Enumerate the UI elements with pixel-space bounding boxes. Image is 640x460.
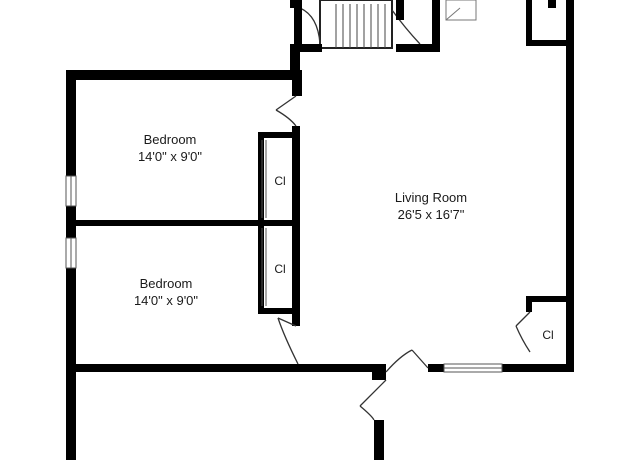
doors [275, 95, 531, 421]
bedroom-2-label: Bedroom [139, 276, 193, 291]
closet-2-label: Cl [274, 262, 286, 276]
fixture-box [445, 0, 477, 21]
bedroom-1-dimensions: 14'0" x 9'0" [137, 149, 203, 164]
living-room-dimensions: 26'5 x 16'7" [397, 207, 465, 222]
walls [66, 0, 574, 460]
staircase [299, 0, 421, 49]
bedroom-1-label: Bedroom [143, 132, 197, 147]
living-room-label: Living Room [394, 190, 468, 205]
closet-doors [261, 140, 267, 306]
closet-3-label: Cl [542, 328, 554, 342]
windows [65, 175, 503, 373]
closet-1-label: Cl [274, 174, 286, 188]
bedroom-2-dimensions: 14'0" x 9'0" [133, 293, 199, 308]
